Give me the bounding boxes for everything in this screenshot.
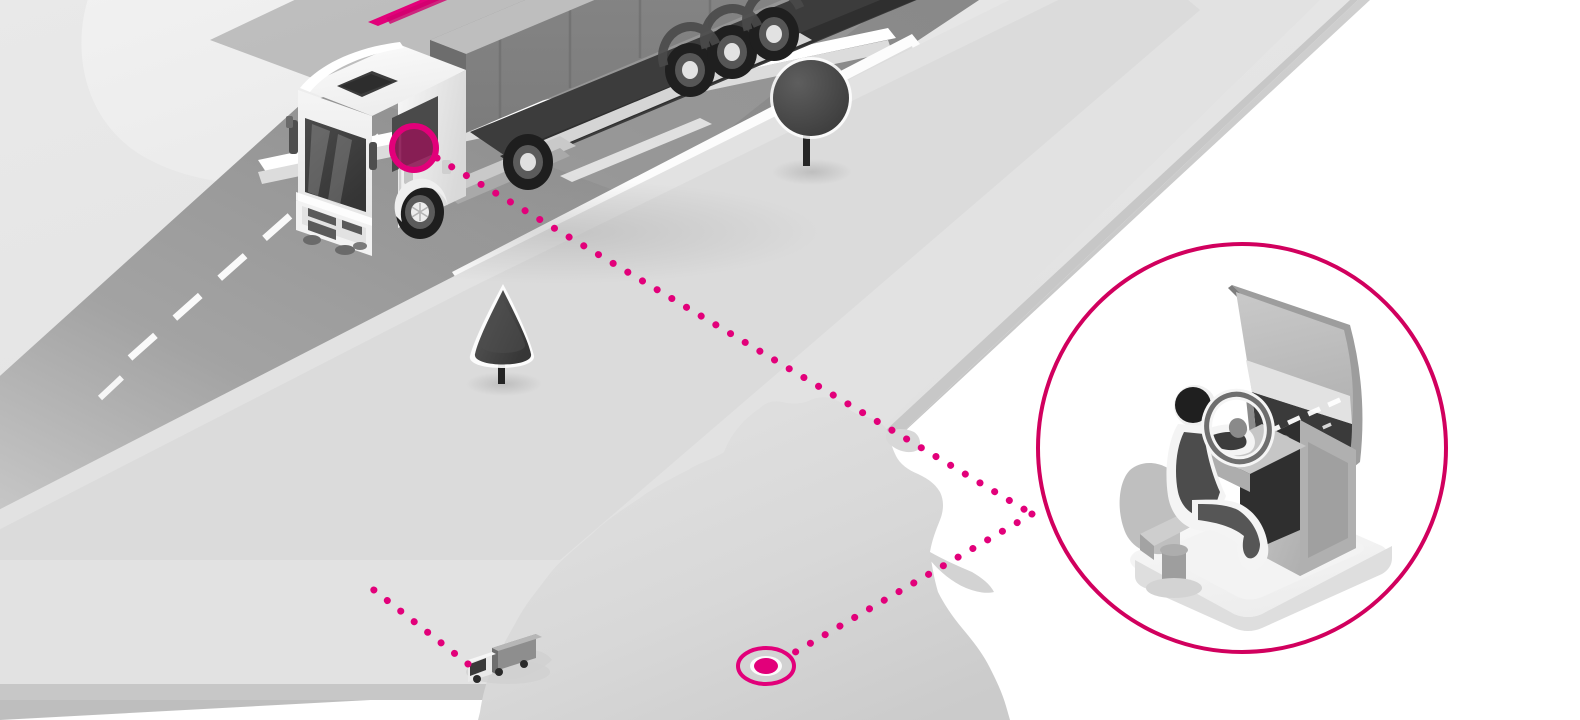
link-map-truck-to-ground <box>361 579 472 668</box>
screen-lane-dashes <box>1266 395 1346 435</box>
link-station-to-map <box>788 510 1036 658</box>
tree-conifer-icon <box>466 284 542 396</box>
map-truck-marker <box>466 634 550 684</box>
cab-mirrors <box>286 116 377 170</box>
windscreen <box>305 118 366 212</box>
control-station <box>1119 285 1392 631</box>
camera-highlight-icon <box>389 123 439 173</box>
map-pin-icon <box>736 646 796 686</box>
steering-wheel-icon <box>1201 388 1275 468</box>
operator-icon <box>1166 385 1269 570</box>
truck-icon <box>286 0 1060 284</box>
trailer-wheels <box>665 7 799 97</box>
dotted-link-lines <box>361 154 1036 668</box>
truck-cab <box>286 42 576 256</box>
trailer-side <box>430 0 1010 148</box>
cab-rear-wheel <box>503 134 553 190</box>
lane-dashes-2 <box>97 365 135 401</box>
tree-round-icon <box>770 57 852 185</box>
cab-front-wheel <box>396 185 444 239</box>
